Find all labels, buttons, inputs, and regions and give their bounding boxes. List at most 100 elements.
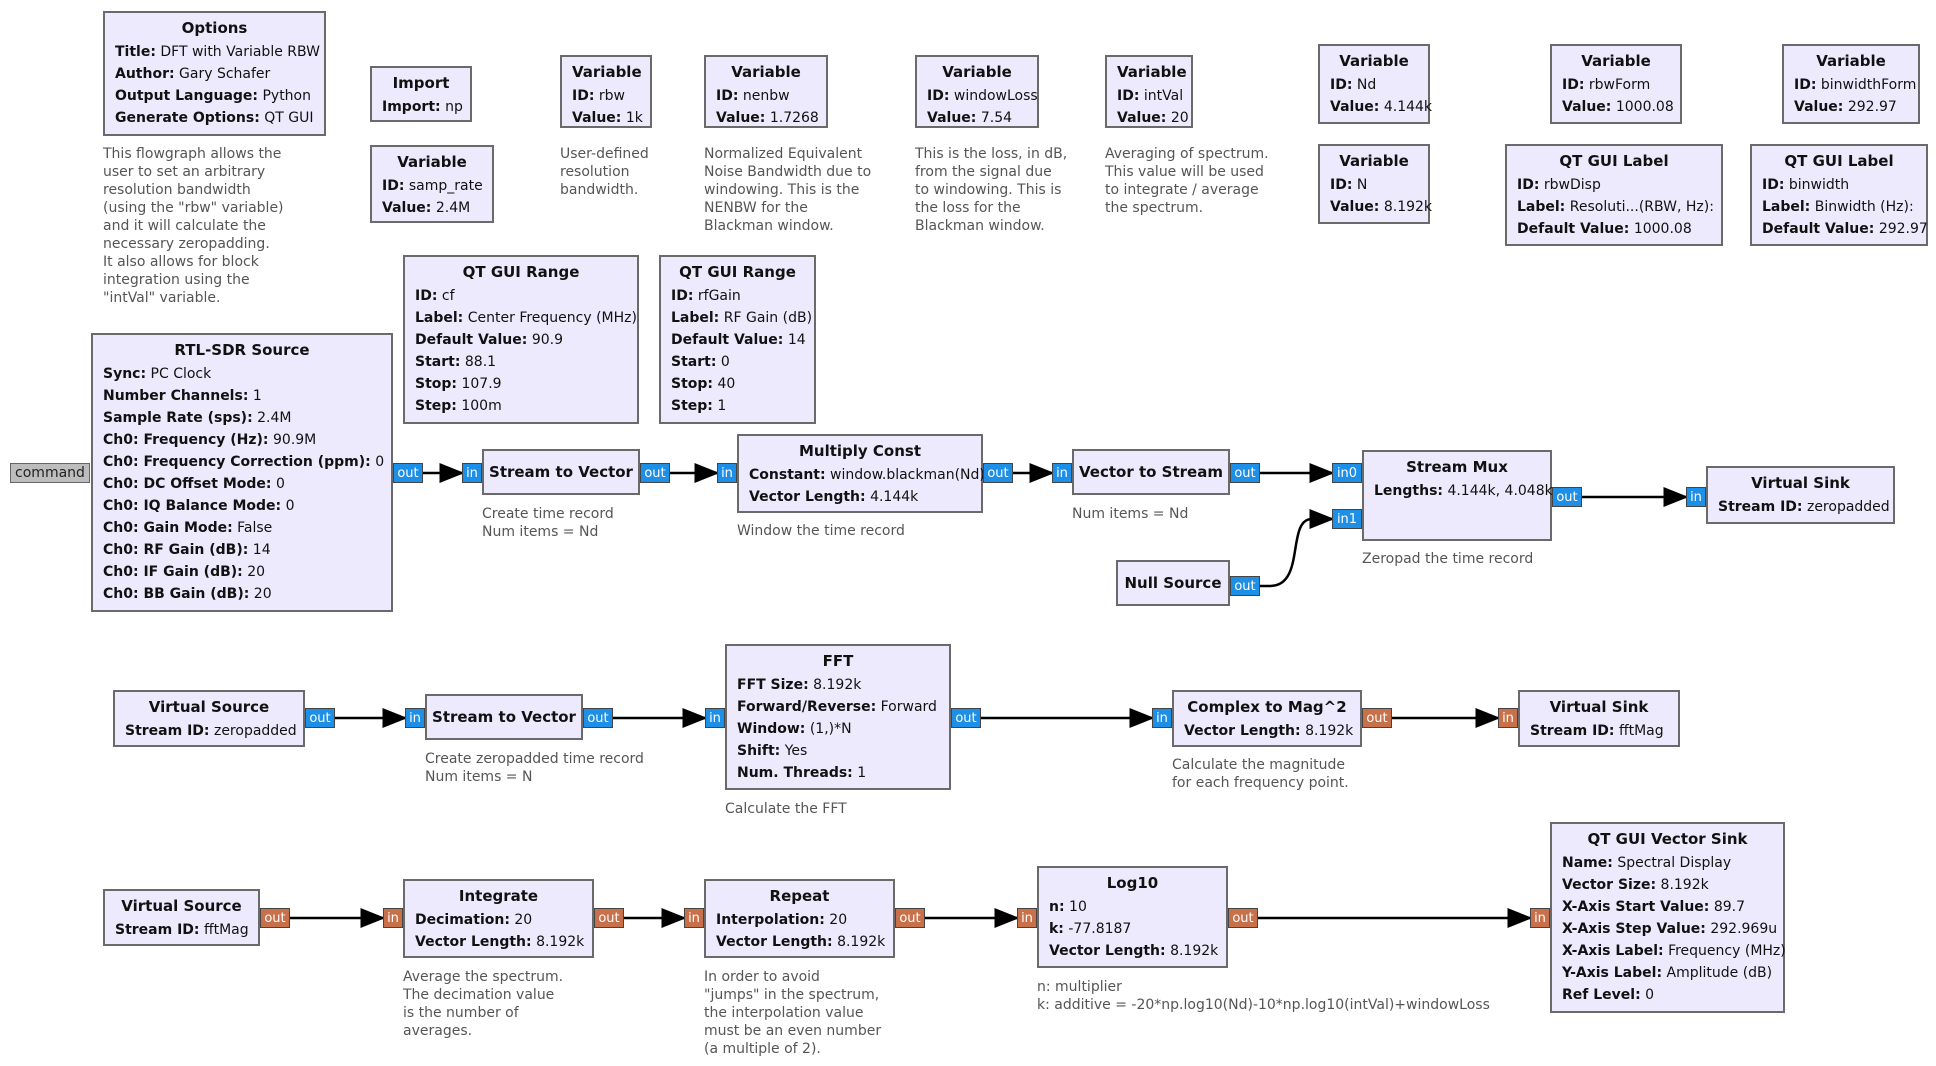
repeat-in-port[interactable]: in: [684, 908, 704, 928]
param-value: 1: [717, 398, 727, 414]
block-param: Decimation: 20: [415, 909, 582, 931]
comment-line: "jumps" in the spectrum,: [704, 987, 880, 1003]
block-title: Null Source: [1124, 574, 1222, 592]
v2s-in-port[interactable]: in: [1052, 463, 1072, 483]
param-key: Label:: [671, 310, 720, 326]
param-value: fftMag: [203, 922, 249, 938]
comment-line: windowing. This is the: [704, 182, 860, 198]
c2mag-in-port[interactable]: in: [1152, 708, 1172, 728]
param-key: Ch0: IF Gain (dB):: [103, 564, 243, 580]
block-param: Value: 7.54: [927, 107, 1027, 129]
param-value: 1: [252, 388, 262, 404]
s2v2-in-port[interactable]: in: [405, 708, 425, 728]
log10-out-port[interactable]: out: [1228, 908, 1258, 928]
log10-in-port[interactable]: in: [1017, 908, 1037, 928]
s2v-2-block[interactable]: Stream to Vector: [425, 694, 583, 740]
rtlsdr-command-port[interactable]: command: [10, 463, 90, 483]
block-param: Value: 1k: [572, 107, 643, 129]
repeat-out-port[interactable]: out: [895, 908, 925, 928]
param-value: Nd: [1356, 77, 1377, 93]
vecsink-in-port[interactable]: in: [1530, 908, 1550, 928]
fft-in-port[interactable]: in: [705, 708, 725, 728]
block-param: Value: 20: [1117, 107, 1189, 129]
block-param: Default Value: 14: [671, 329, 806, 351]
s2v-1-block[interactable]: Stream to Vector: [482, 449, 640, 495]
block-param: ID: Nd: [1330, 74, 1418, 96]
param-value: 0: [1645, 987, 1655, 1003]
streammux-in1-port[interactable]: in1: [1332, 509, 1362, 529]
v2s-out-port[interactable]: out: [1230, 463, 1260, 483]
s2v1-in-port[interactable]: in: [462, 463, 482, 483]
param-key: Step:: [415, 398, 457, 414]
block-param: Import: np: [382, 96, 463, 118]
integrate-in-port[interactable]: in: [383, 908, 403, 928]
s2v1-out-port[interactable]: out: [640, 463, 670, 483]
streammux-out-port[interactable]: out: [1552, 487, 1582, 507]
param-key: Generate Options:: [115, 110, 260, 126]
param-value: 1000.08: [1633, 221, 1692, 237]
param-key: Ch0: Gain Mode:: [103, 520, 233, 536]
param-value: 292.969u: [1710, 921, 1778, 937]
comment-line: to windowing. This is: [915, 182, 1062, 198]
vsink-zp-in-port[interactable]: in: [1686, 487, 1706, 507]
streammux-in0-port[interactable]: in0: [1332, 463, 1362, 483]
vsrc-zp-out-port[interactable]: out: [305, 708, 335, 728]
block-param: Lengths: 4.144k, 4.048k: [1374, 480, 1553, 502]
nullsrc-block[interactable]: Null Source: [1116, 560, 1230, 606]
block-param: Stream ID: fftMag: [115, 919, 249, 941]
param-value: zeropadded: [1806, 499, 1890, 515]
comment-line: Average the spectrum.: [403, 969, 564, 985]
block-title: Virtual Source: [121, 897, 242, 915]
v2s-block[interactable]: Vector to Stream: [1072, 449, 1230, 495]
vsrc-fft-out-port[interactable]: out: [260, 908, 290, 928]
mulconst-out-port[interactable]: out: [983, 463, 1013, 483]
param-value: 8.192k: [1305, 723, 1354, 739]
c2mag-out-port[interactable]: out: [1362, 708, 1392, 728]
vsink-fft-in-port[interactable]: in: [1498, 708, 1518, 728]
s2v2-out-port[interactable]: out: [583, 708, 613, 728]
param-key: Value:: [716, 110, 766, 126]
block-param: Vector Length: 8.192k: [1184, 720, 1354, 742]
block-param: Ch0: Frequency Correction (ppm): 0: [103, 451, 384, 473]
nullsrc-out-port[interactable]: out: [1230, 576, 1260, 596]
integrate-out-port[interactable]: out: [594, 908, 624, 928]
fft-out-port[interactable]: out: [951, 708, 981, 728]
connection-wire[interactable]: [1260, 509, 1335, 588]
param-key: Default Value:: [415, 332, 528, 348]
block-param: Value: 292.97: [1794, 96, 1908, 118]
block-title: QT GUI Label: [1784, 152, 1894, 170]
param-value: 1000.08: [1615, 99, 1674, 115]
rtlsdr-out-port[interactable]: out: [393, 463, 423, 483]
mulconst-in-port[interactable]: in: [717, 463, 737, 483]
